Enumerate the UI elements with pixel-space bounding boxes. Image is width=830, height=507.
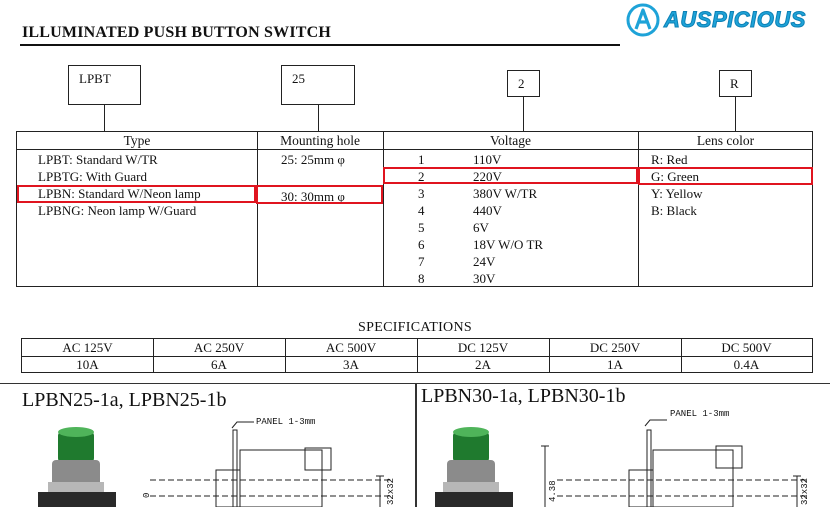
voltage-value: 6V xyxy=(473,220,489,235)
lens-row: Y: Yellow xyxy=(651,186,703,201)
panel-label-30: PANEL 1-3mm xyxy=(670,409,730,419)
spec-header: DC 500V xyxy=(721,340,772,355)
voltage-value: 110V xyxy=(473,152,502,167)
voltage-code: 1 xyxy=(418,152,425,167)
model-title-30: LPBN30-1a, LPBN30-1b xyxy=(421,385,626,407)
connector-mounting xyxy=(318,105,319,131)
spec-column-divider xyxy=(417,339,418,372)
highlight-mounting-30 xyxy=(256,185,383,204)
drawing-lpbn30 xyxy=(435,419,807,507)
spec-value: 6A xyxy=(211,357,227,372)
spec-value: 2A xyxy=(475,357,491,372)
code-box-type: LPBT xyxy=(68,65,141,105)
lens-row: R: Red xyxy=(651,152,688,167)
technical-drawing-25 xyxy=(150,421,390,507)
spec-value: 10A xyxy=(76,357,99,372)
spec-column-divider xyxy=(549,339,550,372)
spec-header: AC 500V xyxy=(325,340,377,355)
dimension-side-25: 32x32 xyxy=(386,477,396,505)
type-row: LPBTG: With Guard xyxy=(38,169,148,184)
voltage-code: 5 xyxy=(418,220,425,235)
specifications-table: AC 125V AC 250V AC 500V DC 125V DC 250V … xyxy=(21,338,813,373)
spec-header: DC 250V xyxy=(589,340,641,355)
code-box-lens: R xyxy=(719,70,752,97)
highlight-voltage-220 xyxy=(383,167,638,184)
lens-row: B: Black xyxy=(651,203,697,218)
column-divider xyxy=(383,132,384,286)
highlight-lens-green xyxy=(638,167,813,185)
header-divider xyxy=(17,149,812,150)
page-title: ILLUMINATED PUSH BUTTON SWITCH xyxy=(22,24,332,41)
voltage-code: 6 xyxy=(418,237,425,252)
spec-column-divider xyxy=(153,339,154,372)
lens-row: G: Green xyxy=(651,169,700,184)
voltage-code: 2 xyxy=(418,169,425,184)
voltage-value: 18V W/O TR xyxy=(473,237,544,252)
dimension-left-25: 0 xyxy=(142,492,152,498)
voltage-code: 4 xyxy=(418,203,425,218)
voltage-value: 380V W/TR xyxy=(473,186,538,201)
title-underline xyxy=(20,44,620,46)
connector-lens xyxy=(735,97,736,131)
highlight-type-lpbn xyxy=(17,185,256,203)
spec-value: 0.4A xyxy=(733,357,760,372)
voltage-code: 7 xyxy=(418,254,425,269)
voltage-value: 30V xyxy=(473,271,496,286)
type-row: LPBN: Standard W/Neon lamp xyxy=(38,186,201,201)
brand-logo: AUSPICIOUS xyxy=(626,2,822,38)
voltage-value: 440V xyxy=(473,203,502,218)
column-divider xyxy=(638,132,639,286)
mounting-row: 30: 30mm φ xyxy=(281,189,345,204)
spec-value: 1A xyxy=(607,357,623,372)
product-photo-25 xyxy=(38,427,116,507)
spec-header: AC 125V xyxy=(62,340,113,355)
connector-voltage xyxy=(523,97,524,131)
specifications-title: SPECIFICATIONS xyxy=(358,320,472,335)
dimension-side-30: 32x32 xyxy=(800,477,810,505)
type-row: LPBT: Standard W/TR xyxy=(38,152,158,167)
drawing-divider xyxy=(415,383,417,507)
spec-column-divider xyxy=(285,339,286,372)
type-row: LPBNG: Neon lamp W/Guard xyxy=(38,203,197,218)
panel-label-25: PANEL 1-3mm xyxy=(256,417,316,427)
spec-header: DC 125V xyxy=(457,340,509,355)
header-mounting-hole: Mounting hole xyxy=(280,133,360,148)
brand-name: AUSPICIOUS xyxy=(664,7,806,33)
voltage-code: 3 xyxy=(418,186,425,201)
column-divider xyxy=(257,132,258,286)
model-title-25: LPBN25-1a, LPBN25-1b xyxy=(22,389,227,411)
code-box-voltage: 2 xyxy=(507,70,540,97)
code-box-mounting: 25 xyxy=(281,65,355,105)
ordering-code-table: Type Mounting hole Voltage Lens color LP… xyxy=(16,131,813,287)
technical-drawing-30 xyxy=(541,419,807,507)
spec-column-divider xyxy=(681,339,682,372)
voltage-value: 24V xyxy=(473,254,496,269)
drawing-lpbn25 xyxy=(38,421,390,507)
voltage-value: 220V xyxy=(473,169,502,184)
connector-type xyxy=(104,105,105,131)
spec-header: AC 250V xyxy=(193,340,245,355)
dimension-left-30: 4.38 xyxy=(548,480,558,502)
header-voltage: Voltage xyxy=(490,133,531,148)
spec-value: 3A xyxy=(343,357,359,372)
brand-logo-icon xyxy=(626,3,660,37)
header-type: Type xyxy=(123,133,151,148)
product-photo-30 xyxy=(435,427,513,507)
header-lens-color: Lens color xyxy=(696,133,755,148)
voltage-code: 8 xyxy=(418,271,425,286)
mounting-row: 25: 25mm φ xyxy=(281,152,345,167)
